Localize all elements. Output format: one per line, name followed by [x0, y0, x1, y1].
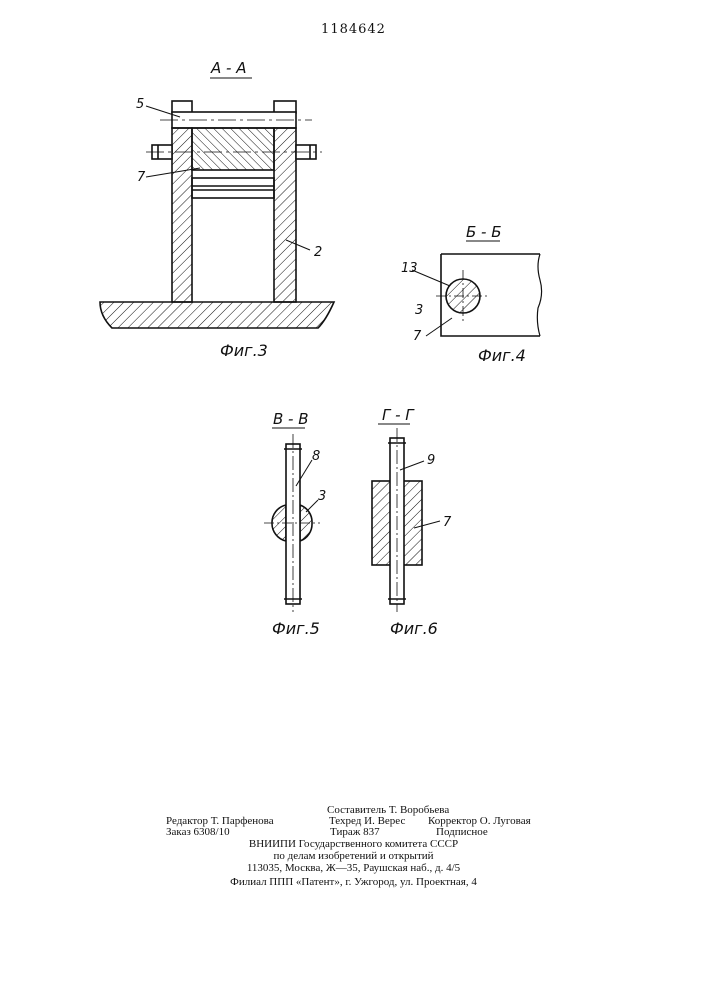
fig6-caption: Фиг.6 — [390, 619, 438, 638]
fig4-label-3: 3 — [415, 303, 423, 318]
fig4-label-7: 7 — [413, 329, 422, 344]
fig6-label-9: 9 — [427, 453, 435, 468]
fig4-section-title: Б - Б — [466, 223, 502, 241]
imprint-subscription: Подписное — [436, 826, 488, 838]
figure-3 — [100, 78, 334, 328]
fig4-label-13: 13 — [401, 261, 418, 276]
fig6-section-title: Г - Г — [382, 406, 415, 424]
fig3-caption: Фиг.3 — [220, 341, 268, 360]
imprint-org-line1: ВНИИПИ Государственного комитета СССР — [0, 838, 707, 850]
imprint-order: Заказ 6308/10 — [166, 826, 230, 838]
fig3-label-5: 5 — [136, 97, 144, 112]
fig5-caption: Фиг.5 — [272, 619, 320, 638]
fig5-label-8: 8 — [312, 449, 320, 464]
imprint-circulation: Тираж 837 — [330, 826, 380, 838]
fig3-label-2: 2 — [314, 245, 322, 260]
fig6-label-7: 7 — [443, 515, 452, 530]
imprint-branch: Филиал ППП «Патент», г. Ужгород, ул. Про… — [0, 876, 707, 888]
fig4-caption: Фиг.4 — [478, 346, 526, 365]
fig5-label-3: 3 — [318, 489, 326, 504]
fig5-section-title: В - В — [273, 410, 309, 428]
figure-4 — [412, 241, 542, 336]
fig3-section-title: А - А — [210, 59, 246, 77]
imprint-address: 113035, Москва, Ж—35, Раушская наб., д. … — [0, 862, 707, 874]
imprint-org-line2: по делам изобретений и открытий — [0, 850, 707, 862]
fig3-label-7: 7 — [137, 170, 146, 185]
